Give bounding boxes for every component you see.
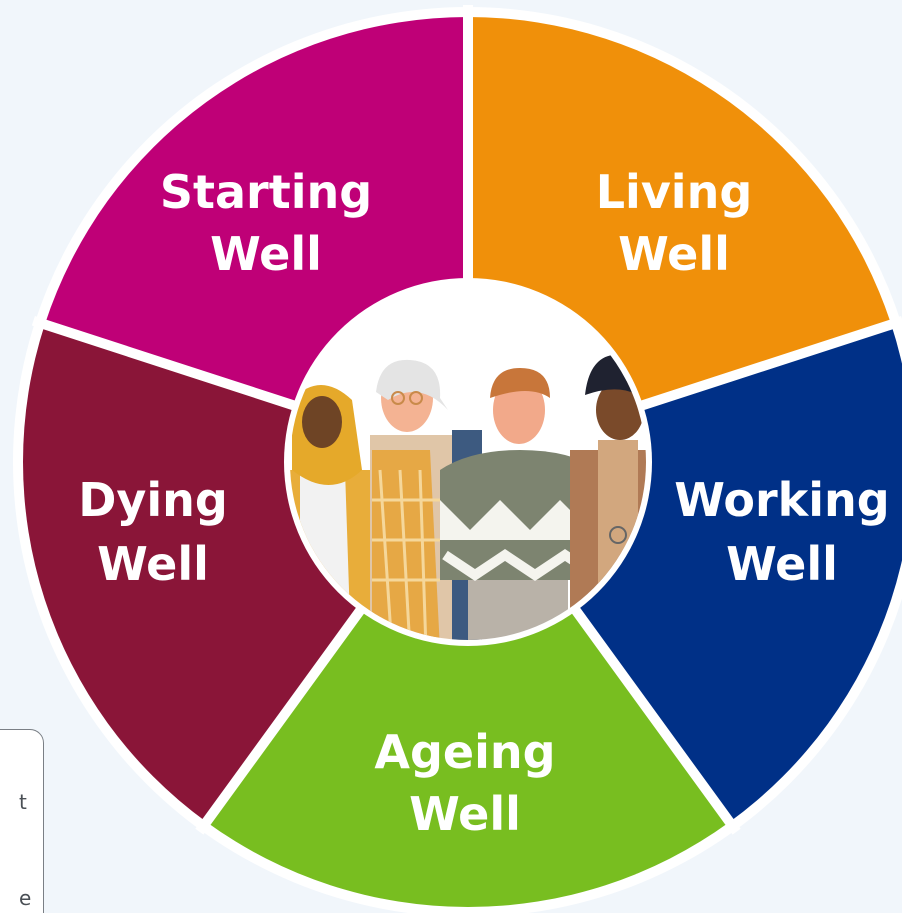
card-glyph-2: e [19, 886, 32, 910]
partial-card: t e [0, 729, 44, 913]
label-working-line2: Well [726, 537, 838, 591]
label-ageing-line2: Well [409, 787, 521, 841]
label-working-line1: Working [674, 473, 889, 527]
segment-ageing-well [206, 462, 730, 908]
label-ageing-line1: Ageing [374, 725, 555, 779]
label-starting-line2: Well [210, 227, 322, 281]
label-dying-line1: Dying [78, 473, 228, 527]
label-starting-line1: Starting [160, 165, 372, 219]
label-living-line1: Living [596, 165, 753, 219]
person-young-man [440, 368, 605, 640]
label-dying-line2: Well [97, 537, 209, 591]
card-glyph-1: t [19, 790, 27, 814]
label-living-line2: Well [618, 227, 730, 281]
